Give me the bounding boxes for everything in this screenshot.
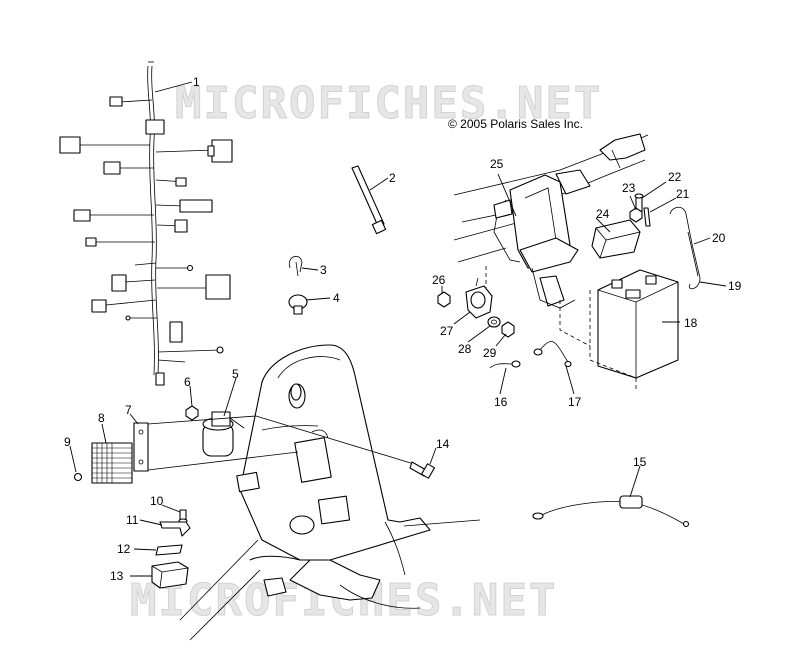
callout-15: 15 (633, 455, 647, 469)
svg-text:MICROFICHES.NET: MICROFICHES.NET (175, 78, 602, 129)
callout-26: 26 (432, 273, 446, 287)
grommet (288, 294, 308, 315)
callout-8: 8 (98, 411, 105, 425)
frame-right (453, 133, 649, 263)
frame-center (179, 344, 481, 641)
positive-cable (533, 341, 572, 368)
callout-1: 1 (193, 75, 200, 89)
screw-21 (643, 207, 651, 227)
callout-24: 24 (596, 207, 610, 221)
voltage-regulator (91, 442, 133, 484)
callout-11: 11 (126, 513, 139, 527)
callout-3: 3 (320, 263, 327, 277)
callout-16: 16 (494, 395, 508, 409)
leader-frame-3 (255, 415, 415, 465)
leader-frame-1 (147, 451, 299, 471)
leader-frame-2 (147, 415, 257, 425)
callout-12: 12 (117, 542, 131, 556)
callout-13: 13 (110, 569, 124, 583)
callout-5: 5 (232, 367, 239, 381)
leader-lines (69, 81, 727, 577)
callout-6: 6 (184, 375, 191, 389)
starter-solenoid (465, 277, 493, 319)
module-13 (151, 561, 189, 589)
callout-23: 23 (622, 181, 636, 195)
screw-9 (73, 472, 83, 482)
callout-9: 9 (64, 435, 71, 449)
callout-27: 27 (440, 324, 454, 338)
callout-4: 4 (333, 291, 340, 305)
watermark-top: MICROFICHES.NET (175, 78, 602, 130)
callout-2: 2 (389, 171, 396, 185)
callout-14: 14 (436, 437, 450, 451)
ignition-coil (202, 411, 245, 457)
hold-down-strap (669, 206, 701, 290)
bolt-14 (409, 461, 436, 479)
callout-22: 22 (668, 170, 682, 184)
nut-26 (437, 291, 451, 308)
callout-21: 21 (676, 187, 690, 201)
nut-28 (487, 316, 501, 328)
bracket-plate (133, 422, 149, 472)
battery-pad (591, 219, 641, 259)
guide-line-2 (559, 300, 591, 347)
wiring-harness (59, 61, 233, 386)
callout-20: 20 (712, 231, 726, 245)
clip (288, 255, 303, 277)
battery-cable (532, 495, 690, 528)
nut-23 (629, 207, 643, 223)
callout-18: 18 (684, 316, 698, 330)
battery (589, 269, 679, 390)
callout-17: 17 (568, 395, 582, 409)
cable-tie (351, 165, 387, 235)
callout-25: 25 (490, 157, 504, 171)
callout-28: 28 (458, 342, 472, 356)
callout-10: 10 (150, 494, 164, 508)
bracket-11 (159, 521, 191, 537)
nut-29 (501, 321, 515, 338)
copyright-text: © 2005 Polaris Sales Inc. (448, 117, 583, 131)
callout-19: 19 (728, 279, 742, 293)
screw-10 (178, 509, 188, 524)
battery-box-bracket (493, 174, 579, 309)
pad-12 (155, 544, 183, 556)
callout-29: 29 (483, 346, 497, 360)
nut-6 (185, 405, 199, 421)
ground-cable (489, 360, 521, 369)
callout-7: 7 (125, 403, 132, 417)
